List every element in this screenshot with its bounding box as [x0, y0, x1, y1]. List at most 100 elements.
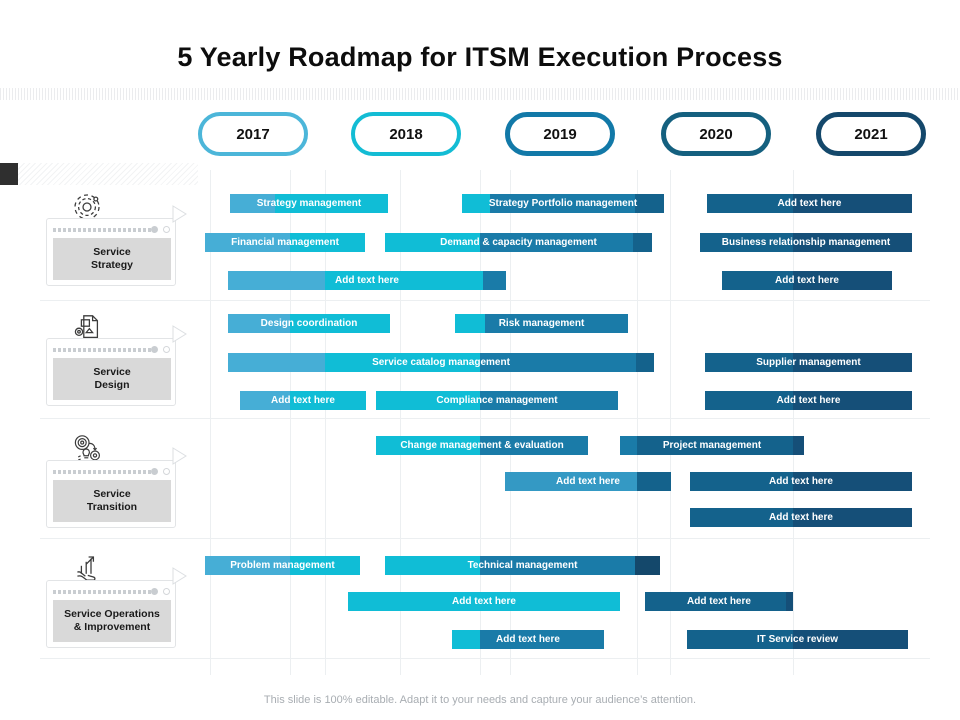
roadmap-bar[interactable]: Add text here [240, 391, 366, 410]
roadmap-bar[interactable]: Strategy management [230, 194, 388, 213]
bar-segment [793, 391, 912, 410]
roadmap-bar[interactable]: Business relationship management [700, 233, 912, 252]
bar-label: Add text here [335, 275, 399, 286]
gridline-vertical [637, 170, 638, 675]
bar-segment [275, 194, 388, 213]
bar-label: IT Service review [756, 634, 839, 645]
bar-segment [722, 271, 793, 290]
year-pill-label: 2017 [236, 125, 270, 143]
bar-segment [290, 391, 366, 410]
rail-dot-hollow [163, 588, 170, 595]
roadmap-bar[interactable]: IT Service review [687, 630, 908, 649]
bar-segment [633, 233, 652, 252]
year-pill-2021[interactable]: 2021 [816, 112, 926, 156]
bar-segment [230, 194, 275, 213]
roadmap-bar[interactable]: Add text here [690, 472, 912, 491]
bar-segment [793, 436, 804, 455]
bar-segment [452, 630, 480, 649]
row-arrow-icon [172, 566, 188, 586]
roadmap-bar[interactable]: Add text here [705, 391, 912, 410]
rail-dot-hollow [163, 226, 170, 233]
year-pill-2019[interactable]: 2019 [505, 112, 615, 156]
dotted-rail [53, 348, 157, 352]
row-arrow-icon [172, 204, 188, 224]
bar-segment [636, 353, 654, 372]
bar-segment [705, 391, 793, 410]
bar-segment [480, 391, 618, 410]
bar-segment [485, 314, 628, 333]
year-pill-2020[interactable]: 2020 [661, 112, 771, 156]
bar-segment [376, 391, 480, 410]
rail-dot-filled [151, 226, 158, 233]
roadmap-bar[interactable]: Service catalog management [228, 353, 654, 372]
roadmap-bar[interactable]: Design coordination [228, 314, 390, 333]
bar-segment [637, 436, 793, 455]
year-pill-2018[interactable]: 2018 [351, 112, 461, 156]
gridline-vertical [793, 170, 794, 675]
row-label-text: Service Operations& Improvement [53, 600, 171, 642]
gridline-vertical [400, 170, 401, 675]
rail-dot-filled [151, 588, 158, 595]
bar-segment [240, 391, 290, 410]
roadmap-bar[interactable]: Add text here [645, 592, 793, 611]
bar-segment [480, 556, 635, 575]
roadmap-bar[interactable]: Project management [620, 436, 804, 455]
roadmap-bar[interactable]: Risk management [455, 314, 628, 333]
bar-label: Add text here [452, 596, 516, 607]
roadmap-bar[interactable]: Add text here [228, 271, 506, 290]
bar-segment [348, 592, 620, 611]
rail-dot-hollow [163, 468, 170, 475]
year-pill-label: 2021 [854, 125, 888, 143]
bar-label: Design coordination [260, 318, 358, 329]
year-axis: 2017 2018 2019 2020 2021 [0, 112, 960, 166]
bar-segment [690, 472, 793, 491]
rail-dot-filled [151, 346, 158, 353]
bar-label: Demand & capacity management [440, 237, 597, 248]
bar-segment [290, 556, 360, 575]
bar-segment [705, 353, 793, 372]
bar-label: Add text here [775, 275, 839, 286]
bar-segment [325, 271, 483, 290]
bar-segment [645, 592, 786, 611]
roadmap-bar[interactable]: Change management & evaluation [376, 436, 588, 455]
bar-segment [635, 194, 664, 213]
bar-label: Technical management [467, 560, 578, 571]
bar-segment [455, 314, 485, 333]
bar-segment [205, 233, 290, 252]
roadmap-bar[interactable]: Add text here [348, 592, 620, 611]
roadmap-bar[interactable]: Add text here [452, 630, 604, 649]
bar-segment [480, 630, 604, 649]
roadmap-bar[interactable]: Add text here [707, 194, 912, 213]
bar-label: Supplier management [756, 357, 861, 368]
gridline-horizontal [40, 418, 930, 419]
roadmap-bar[interactable]: Add text here [690, 508, 912, 527]
roadmap-bar[interactable]: Supplier management [705, 353, 912, 372]
roadmap-bar[interactable]: Add text here [505, 472, 671, 491]
rail-dot-hollow [163, 346, 170, 353]
bar-segment [635, 556, 660, 575]
roadmap-bar[interactable]: Financial management [205, 233, 365, 252]
gridline-vertical [325, 170, 326, 675]
roadmap-bar[interactable]: Problem management [205, 556, 360, 575]
bar-segment [793, 271, 892, 290]
gridline-vertical [210, 170, 211, 675]
bar-segment [637, 472, 671, 491]
gridline-horizontal [40, 300, 930, 301]
roadmap-bar[interactable]: Strategy Portfolio management [462, 194, 664, 213]
row-arrow-icon [172, 446, 188, 466]
roadmap-bar[interactable]: Add text here [722, 271, 892, 290]
roadmap-bar[interactable]: Demand & capacity management [385, 233, 652, 252]
bar-segment [687, 630, 793, 649]
roadmap-bar[interactable]: Compliance management [376, 391, 618, 410]
rail-dot-filled [151, 468, 158, 475]
bar-label: Compliance management [436, 395, 558, 406]
year-pill-label: 2019 [543, 125, 577, 143]
year-pill-2017[interactable]: 2017 [198, 112, 308, 156]
roadmap-bar[interactable]: Technical management [385, 556, 660, 575]
bar-segment [620, 436, 637, 455]
bar-label: Change management & evaluation [400, 440, 564, 451]
